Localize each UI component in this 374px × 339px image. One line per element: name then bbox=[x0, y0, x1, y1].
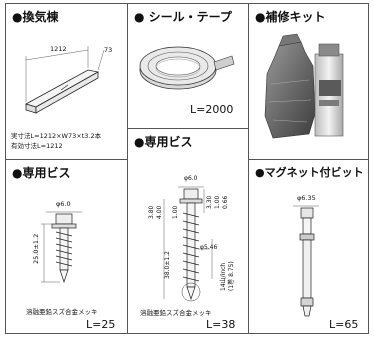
panel-screw-25: ●専用ビス φ6.0 25.0±1.2 溶融亜鉛スズ合金メッキ L=25 bbox=[6, 160, 127, 333]
screw-25-diameter: φ6.0 bbox=[56, 200, 71, 208]
screw-38-length: L=38 bbox=[206, 318, 236, 331]
screw-38-diameter: φ6.0 bbox=[184, 175, 198, 182]
screw-25-length-dim: 25.0±1.2 bbox=[32, 233, 40, 264]
panel-screw-38: ●専用ビス φ6.0 3.80 4.00 1.00 3.30 1.00 0.66… bbox=[128, 129, 248, 333]
panel-title: ● シール・テープ bbox=[134, 10, 232, 24]
panel-vent: ●換気棟 1212 73 実寸法L=1212×W73×t3.2本 有効寸法L=1… bbox=[6, 4, 127, 159]
bit-diameter: φ6.35 bbox=[297, 194, 316, 202]
vent-note-actual: 実寸法L=1212×W73×t3.2本 bbox=[11, 132, 102, 140]
screw-38-dim-d: 3.80 bbox=[148, 205, 155, 219]
panel-title: ●換気棟 bbox=[12, 10, 59, 24]
screw-38-dim-b: 1.00 bbox=[214, 195, 221, 209]
magnet-bit-drawing bbox=[293, 205, 319, 317]
screw-38-dim-f: 1.00 bbox=[172, 205, 179, 219]
panel-bit: ●マグネット付ビット φ6.35 L=65 bbox=[249, 160, 368, 333]
screw-38-drawing bbox=[163, 186, 213, 302]
screw-38-dim-e: 4.00 bbox=[156, 205, 163, 219]
screw-38-length-dim: 38.0±1.2 bbox=[164, 251, 171, 279]
vent-width-dim: 73 bbox=[104, 46, 113, 54]
product-grid: ●換気棟 1212 73 実寸法L=1212×W73×t3.2本 有効寸法L=1… bbox=[5, 3, 369, 334]
vent-drawing bbox=[24, 46, 105, 114]
screw-38-material: 溶融亜鉛スズ合金メッキ bbox=[140, 309, 212, 317]
vent-length-dim: 1212 bbox=[50, 45, 67, 53]
grid-divider bbox=[127, 4, 128, 333]
grid-divider bbox=[248, 4, 249, 333]
screw-25-material: 溶融亜鉛スズ合金メッキ bbox=[26, 308, 98, 316]
grid-divider bbox=[127, 128, 248, 129]
panel-seal: ● シール・テープ L=2000 bbox=[128, 4, 248, 128]
repair-kit-photo bbox=[264, 33, 344, 139]
panel-title: ●専用ビス bbox=[12, 166, 71, 180]
screw-25-length: L=25 bbox=[86, 318, 116, 331]
bit-length: L=65 bbox=[329, 318, 359, 331]
screw-25-drawing bbox=[41, 211, 82, 284]
panel-title: ●専用ビス bbox=[134, 135, 193, 149]
screw-38-dim-c: 0.66 bbox=[222, 195, 229, 209]
grid-divider bbox=[6, 159, 127, 160]
grid-divider bbox=[248, 159, 368, 160]
panel-title: ●補修キット bbox=[255, 10, 326, 24]
screw-38-dim-h: φ5.46 bbox=[200, 244, 218, 251]
vent-note-effective: 有効寸法L=1212 bbox=[11, 142, 63, 150]
seal-length: L=2000 bbox=[190, 103, 234, 116]
panel-repair: ●補修キット bbox=[249, 4, 368, 159]
panel-title: ●マグネット付ビット bbox=[255, 166, 364, 179]
screw-38-dim-a: 3.30 bbox=[206, 195, 213, 209]
screw-38-thread-note: (1巻 8.75) bbox=[228, 261, 235, 291]
seal-tape-drawing bbox=[139, 46, 235, 90]
